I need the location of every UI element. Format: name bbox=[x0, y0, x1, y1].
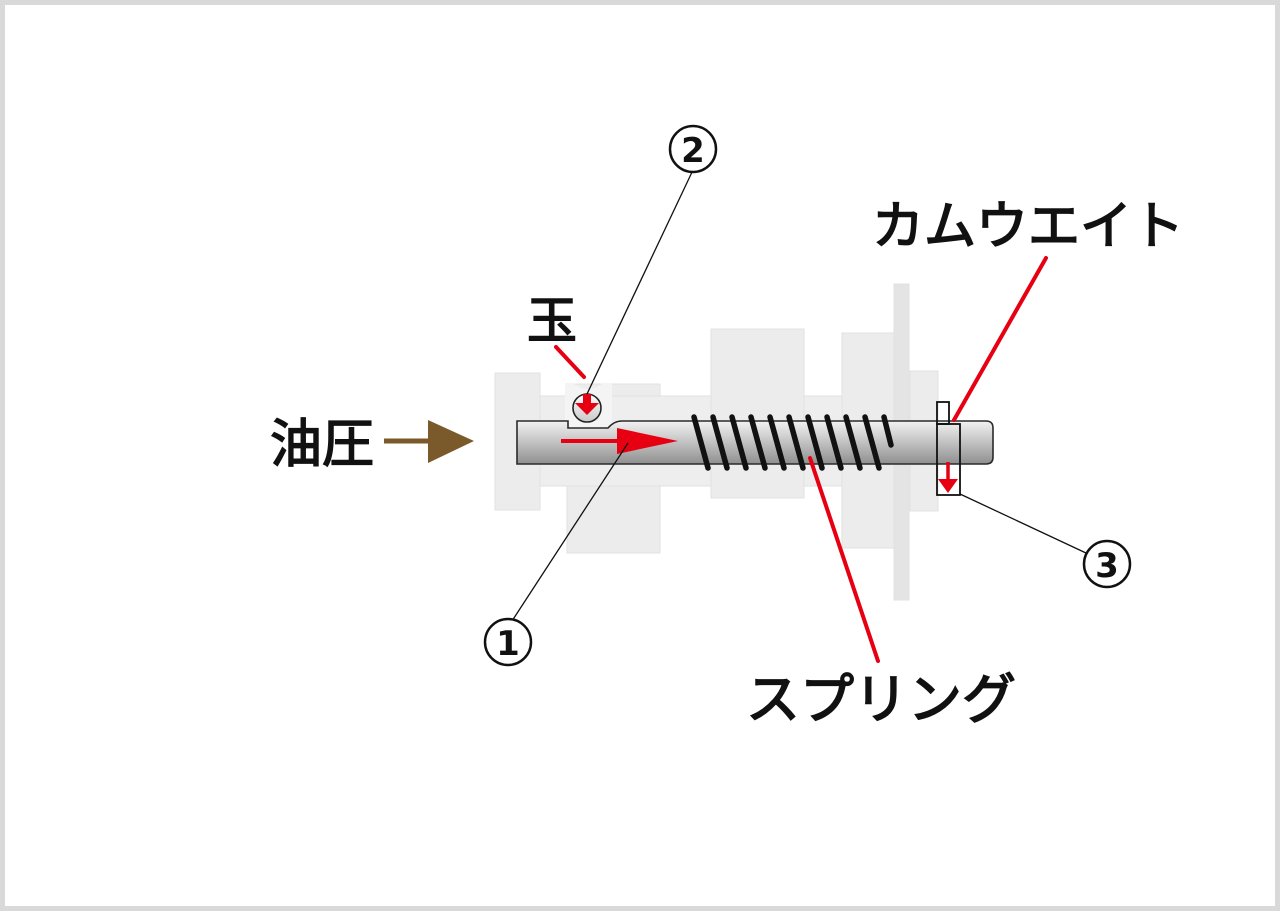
ball-label-leader bbox=[554, 345, 586, 379]
callout-3: 3 bbox=[1082, 539, 1132, 589]
callout-2: 2 bbox=[668, 124, 718, 174]
callout-leaders bbox=[511, 169, 1087, 622]
callout-1-leader bbox=[511, 442, 629, 622]
ball-drop-arrow-shaft bbox=[583, 394, 591, 404]
plunger-motion-arrow-head bbox=[617, 428, 678, 454]
spring-label-leader bbox=[808, 456, 880, 663]
cam-weight bbox=[936, 401, 961, 496]
center-gear-block bbox=[710, 328, 805, 499]
motion-arrows bbox=[561, 394, 958, 493]
ball-drop-arrow-head bbox=[575, 403, 599, 415]
callout-2-number: 2 bbox=[681, 131, 705, 171]
callout-1: 1 bbox=[483, 617, 533, 667]
red-leader-lines bbox=[554, 256, 1048, 663]
callout-3-leader bbox=[959, 493, 1087, 554]
cam-weight-label: カムウエイト bbox=[872, 197, 1184, 257]
callout-3-number: 3 bbox=[1095, 546, 1119, 586]
spring-coils bbox=[691, 414, 894, 471]
cam-drop-arrow-head bbox=[938, 479, 958, 493]
oil-pressure-label: 油圧 bbox=[270, 415, 374, 475]
cam-weight-label-leader bbox=[952, 256, 1048, 422]
callout-1-number: 1 bbox=[496, 624, 520, 664]
spring-label: スプリング bbox=[746, 668, 1016, 731]
oil-pressure-arrow bbox=[384, 420, 474, 463]
callout-2-leader bbox=[586, 169, 694, 395]
ball-label: 玉 bbox=[527, 292, 577, 350]
